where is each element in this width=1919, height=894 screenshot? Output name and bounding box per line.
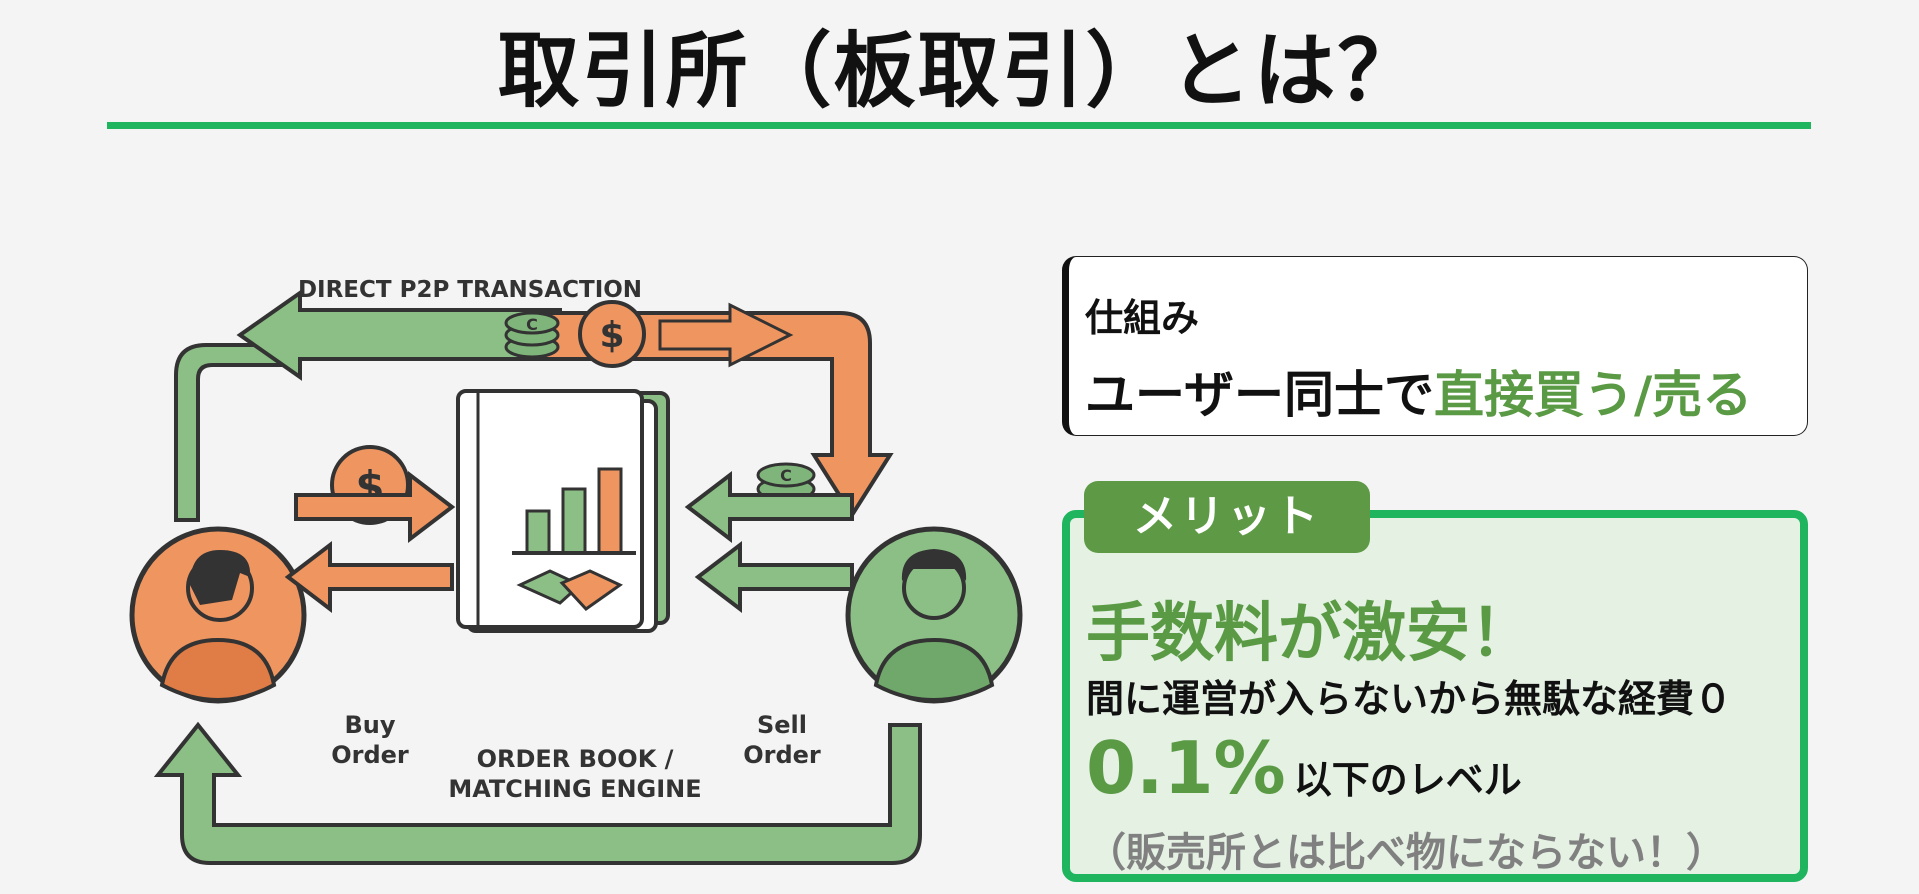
sell-order-label-2: Order <box>743 741 821 769</box>
mechanism-card: 仕組み ユーザー同士で直接買う/売る <box>1062 256 1808 436</box>
green-arrow-p2p-left <box>236 289 562 381</box>
green-arrow-left-top <box>174 343 292 522</box>
dollar-symbol-top: $ <box>599 315 624 356</box>
orange-arrow-head-right <box>658 302 794 368</box>
coin-symbol-top: C <box>526 315 538 334</box>
merit-note: （販売所とは比べ物にならない！） <box>1086 830 1726 876</box>
merit-rate-value: 0.1% <box>1086 726 1286 810</box>
order-book <box>456 389 670 633</box>
sell-order-label-1: Sell <box>757 711 807 739</box>
mechanism-label: 仕組み <box>1085 296 1200 340</box>
sell-arrow-from-book <box>694 540 854 614</box>
orange-arrow-p2p-right <box>538 311 894 519</box>
buy-order-label-2: Order <box>331 741 409 769</box>
buy-arrow-from-book <box>284 540 454 614</box>
buy-order-label-1: Buy <box>344 711 395 739</box>
direct-p2p-label: DIRECT P2P TRANSACTION <box>298 277 642 303</box>
merit-card: 手数料が激安！ 間に運営が入らないから無駄な経費０ 0.1%以下のレベル （販売… <box>1062 510 1808 882</box>
merit-description: 間に運営が入らないから無駄な経費０ <box>1086 677 1733 721</box>
merit-rate: 0.1%以下のレベル <box>1086 726 1522 810</box>
page-title: 取引所（板取引）とは？ <box>497 24 1422 119</box>
buyer-avatar <box>129 526 307 704</box>
merit-headline: 手数料が激安！ <box>1086 597 1534 671</box>
mechanism-text: ユーザー同士で直接買う/売る <box>1085 355 1752 427</box>
p2p-exchange-diagram: DIRECT P2P TRANSACTION C $ $ <box>100 255 1060 885</box>
merit-rate-suffix: 以下のレベル <box>1293 758 1522 802</box>
merit-tab: メリット <box>1084 481 1370 553</box>
buy-arrow-to-book <box>294 470 456 544</box>
mechanism-text-plain: ユーザー同士で <box>1085 366 1434 424</box>
mechanism-text-highlight: 直接買う/売る <box>1434 366 1753 424</box>
seller-avatar <box>845 526 1023 704</box>
order-book-label-1: ORDER BOOK / <box>477 745 674 773</box>
green-loop-bottom <box>153 721 922 865</box>
title-underline <box>107 122 1811 129</box>
coin-symbol-mid: C <box>780 466 792 485</box>
coin-stack-top: C <box>504 311 560 359</box>
order-book-label-2: MATCHING ENGINE <box>448 775 701 803</box>
dollar-coin-top: $ <box>578 300 646 368</box>
sell-arrow-to-book <box>684 470 854 544</box>
